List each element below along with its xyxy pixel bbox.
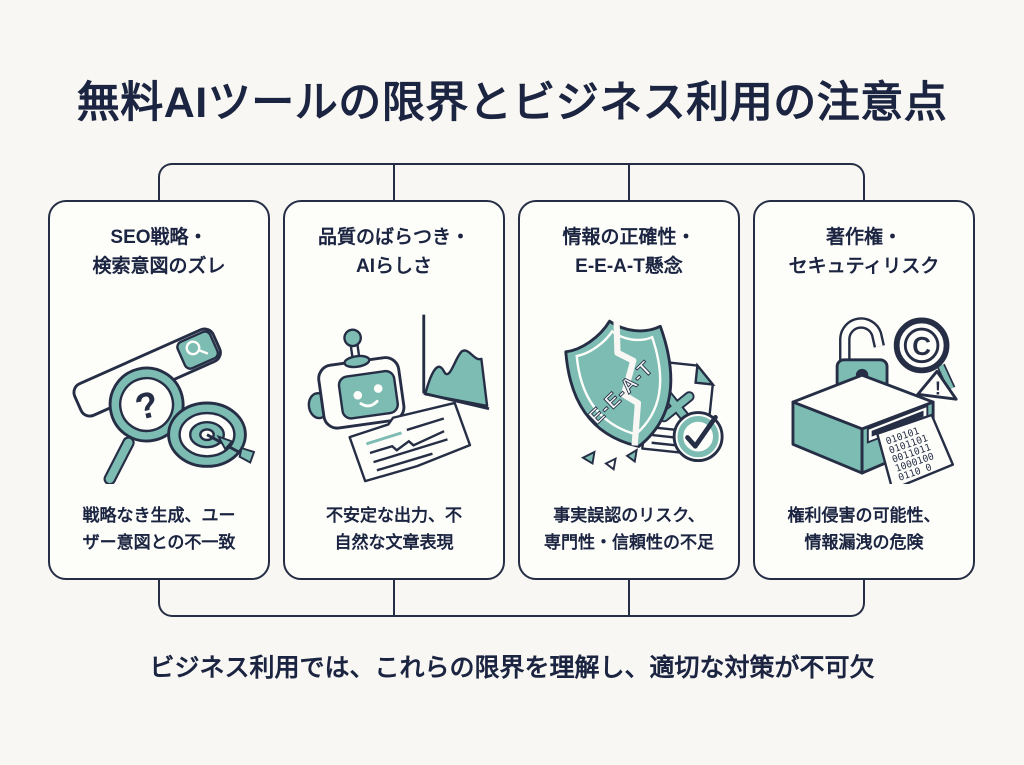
card-seo: SEO戦略・ 検索意図のズレ [48, 200, 270, 580]
card-title: 著作権・ セキュティリスク [789, 224, 940, 281]
card-desc: 戦略なき生成、ユー ザー意図との不一致 [83, 502, 236, 556]
robot-chart-icon-svg [307, 314, 490, 483]
top-connector-tick-1 [393, 163, 395, 201]
broken-shield-icon: E-E-A-T [526, 281, 732, 502]
card-desc-line: ザー意図との不一致 [82, 532, 236, 552]
card-desc-line: 権利侵害の可能性、 [787, 505, 941, 525]
card-title-line: 著作権・ [825, 227, 902, 248]
card-desc: 不安定な出力、不 自然な文章表現 [326, 502, 462, 556]
lock-copyright-icon: C ! [761, 281, 967, 502]
copyright-c-glyph: C [912, 333, 931, 361]
bottom-connector-tick-1 [393, 579, 395, 617]
card-desc: 事実誤認のリスク、 専門性・信頼性の不足 [544, 502, 714, 556]
card-desc: 権利侵害の可能性、 情報漏洩の危険 [788, 502, 941, 556]
bottom-connector-bracket [158, 579, 865, 617]
card-title-line: SEO戦略・ [110, 227, 208, 248]
page-title: 無料AIツールの限界とビジネス利用の注意点 [76, 79, 948, 127]
bottom-connector-tick-2 [628, 579, 630, 617]
footer-note: ビジネス利用では、これらの限界を理解し、適切な対策が不可欠 [149, 654, 875, 682]
card-title-line: 情報の正確性・ [562, 227, 696, 248]
card-desc-line: 専門性・信頼性の不足 [544, 532, 714, 552]
top-connector-bracket [158, 163, 865, 201]
card-desc-line: 事実誤認のリスク、 [553, 505, 705, 525]
card-desc-line: 不安定な出力、不 [326, 505, 462, 525]
search-target-icon: ? [56, 281, 262, 502]
card-title-line: セキュティリスク [788, 255, 940, 277]
card-accuracy: 情報の正確性・ E-E-A-T懸念 [518, 200, 740, 580]
robot-chart-icon [291, 281, 497, 502]
card-title-line: 品質のばらつき・ [317, 227, 470, 248]
card-desc-line: 自然な文章表現 [334, 532, 454, 552]
card-title: 情報の正確性・ E-E-A-T懸念 [562, 224, 695, 281]
card-desc-line: 情報漏洩の危険 [804, 532, 924, 552]
cards-row: SEO戦略・ 検索意図のズレ [48, 200, 975, 580]
card-title: SEO戦略・ 検索意図のズレ [92, 224, 225, 281]
search-target-icon-svg: ? [72, 327, 255, 485]
broken-shield-icon-svg: E-E-A-T [564, 320, 724, 472]
lock-copyright-icon-svg: C ! [791, 317, 958, 485]
card-quality: 品質のばらつき・ AIらしさ [283, 200, 505, 580]
card-copyright: 著作権・ セキュティリスク C ! [753, 200, 975, 580]
card-title-line: AIらしさ [355, 255, 432, 277]
card-desc-line: 戦略なき生成、ユー [82, 505, 236, 525]
card-title-line: E-E-A-T懸念 [575, 255, 683, 277]
card-title: 品質のばらつき・ AIらしさ [318, 224, 470, 281]
top-connector-tick-2 [628, 163, 630, 201]
warning-mark-glyph: ! [935, 378, 941, 399]
card-title-line: 検索意図のズレ [92, 255, 226, 277]
